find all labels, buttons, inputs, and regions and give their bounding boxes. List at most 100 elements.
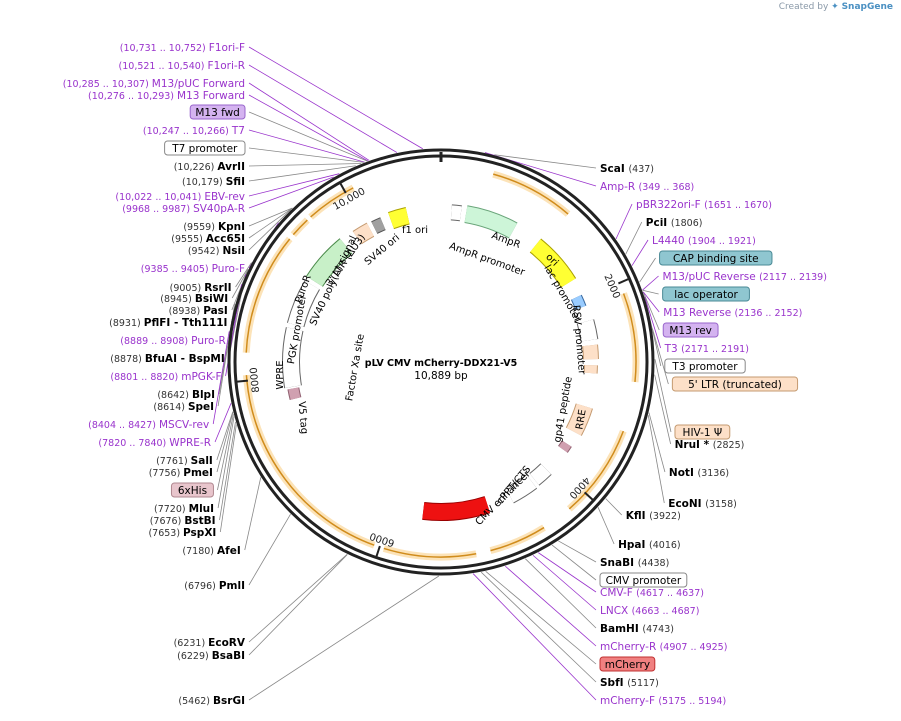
- map-label-site[interactable]: (5462) BsrGI: [178, 695, 245, 707]
- map-label-site[interactable]: (8945) BsiWI: [160, 293, 228, 305]
- feature-tag[interactable]: [662, 322, 719, 338]
- primer-label: (10,731 .. 10,752) F1ori-F: [120, 42, 245, 54]
- map-label-feature[interactable]: mCherry: [599, 656, 656, 672]
- map-label-primer[interactable]: (9385 .. 9405) Puro-F: [141, 263, 245, 275]
- leader-line: [644, 296, 662, 349]
- map-label-primer[interactable]: pBR322ori-F (1651 .. 1670): [636, 199, 772, 211]
- plasmid-length: 10,889 bp: [414, 370, 468, 382]
- feature-tag[interactable]: [662, 286, 750, 302]
- map-label-site[interactable]: (8938) PasI: [169, 305, 228, 317]
- feature-tag[interactable]: [189, 104, 246, 120]
- leader-line: [244, 477, 262, 551]
- map-label-primer[interactable]: T3 (2171 .. 2191): [664, 343, 749, 355]
- map-label-primer[interactable]: (8889 .. 8908) Puro-R: [120, 335, 225, 347]
- map-label-site[interactable]: (9005) RsrII: [170, 282, 232, 294]
- map-label-feature[interactable]: HIV-1 Ψ: [674, 424, 731, 440]
- map-label-feature[interactable]: M13 rev: [662, 322, 719, 338]
- map-label-primer[interactable]: (10,731 .. 10,752) F1ori-F: [120, 42, 245, 54]
- ampr-arrow: [464, 206, 518, 238]
- feature-tag[interactable]: [599, 572, 688, 588]
- map-label-site[interactable]: (7180) AfeI: [182, 545, 240, 557]
- map-label-feature[interactable]: lac operator: [662, 286, 750, 302]
- leader-line: [248, 82, 370, 161]
- map-label-site[interactable]: (7756) PmeI: [149, 467, 213, 479]
- primer-label: LNCX (4663 .. 4687): [600, 605, 699, 617]
- ltr-box: [583, 344, 598, 360]
- site-label: NotI (3136): [669, 467, 729, 479]
- map-label-primer[interactable]: Amp-R (349 .. 368): [600, 181, 694, 193]
- map-label-site[interactable]: SnaBI (4438): [600, 557, 669, 569]
- map-label-site[interactable]: (9559) KpnI: [183, 221, 245, 233]
- feature-tag[interactable]: [164, 140, 246, 156]
- map-label-site[interactable]: EcoNI (3158): [668, 498, 737, 510]
- map-label-site[interactable]: NruI * (2825): [675, 439, 745, 451]
- map-label-site[interactable]: (8614) SpeI: [153, 401, 214, 413]
- primer-name: mPGK-F: [181, 371, 221, 383]
- map-label-site[interactable]: (8931) PflFI - Tth111I: [109, 317, 227, 329]
- map-label-site[interactable]: HpaI (4016): [618, 539, 681, 551]
- map-label-feature[interactable]: CAP binding site: [659, 250, 773, 266]
- map-label-primer[interactable]: (9968 .. 9987) SV40pA-R: [122, 203, 245, 215]
- feature-tag[interactable]: [599, 656, 656, 672]
- feature-tag[interactable]: [671, 376, 799, 392]
- map-label-site[interactable]: (10,179) SfiI: [182, 176, 245, 188]
- map-label-site[interactable]: (7676) BstBI: [150, 515, 216, 527]
- map-label-site[interactable]: (6796) PmlI: [184, 580, 245, 592]
- map-label-primer[interactable]: L4440 (1904 .. 1921): [652, 235, 756, 247]
- map-label-primer[interactable]: (8801 .. 8820) mPGK-F: [110, 371, 221, 383]
- map-label-site[interactable]: (8642) BlpI: [157, 389, 215, 401]
- pgk-promoter-arrow: [287, 280, 320, 328]
- map-label-primer[interactable]: mCherry-F (5175 .. 5194): [600, 695, 726, 707]
- site-label: HpaI (4016): [618, 539, 681, 551]
- feature-tag[interactable]: [659, 250, 773, 266]
- map-label-primer[interactable]: (8404 .. 8427) MSCV-rev: [88, 419, 209, 431]
- feature-tag[interactable]: [674, 424, 731, 440]
- map-label-feature[interactable]: CMV promoter: [599, 572, 688, 588]
- map-label-site[interactable]: KflI (3922): [626, 510, 681, 522]
- inner-label: WPRE: [275, 360, 286, 389]
- map-label-site[interactable]: (8878) BfuAI - BspMI: [110, 353, 224, 365]
- map-label-feature[interactable]: 6xHis: [170, 482, 214, 498]
- feature-tag[interactable]: [170, 482, 214, 498]
- primer-name: mCherry-R: [600, 641, 660, 653]
- map-label-primer[interactable]: (10,022 .. 10,041) EBV-rev: [115, 191, 245, 203]
- map-label-site[interactable]: PciI (1806): [646, 217, 703, 229]
- site-name: PspXI: [183, 527, 216, 539]
- map-label-feature[interactable]: T3 promoter: [664, 358, 746, 374]
- site-label: EcoNI (3158): [668, 498, 737, 510]
- leader-line: [248, 513, 291, 586]
- leader-line: [219, 424, 237, 533]
- map-label-site[interactable]: (7720) MluI: [154, 503, 214, 515]
- map-label-primer[interactable]: (10,521 .. 10,540) F1ori-R: [119, 60, 245, 72]
- map-label-site[interactable]: SbfI (5117): [600, 677, 659, 689]
- map-label-primer[interactable]: M13/pUC Reverse (2117 .. 2139): [663, 271, 827, 283]
- site-range: (2825): [713, 440, 745, 451]
- map-label-feature[interactable]: T7 promoter: [164, 140, 246, 156]
- map-label-site[interactable]: (7653) PspXI: [148, 527, 216, 539]
- leader-line: [642, 289, 659, 295]
- map-label-site[interactable]: ScaI (437): [600, 163, 654, 175]
- feature-tag[interactable]: [664, 358, 746, 374]
- map-label-primer[interactable]: (10,276 .. 10,293) M13 Forward: [88, 90, 245, 102]
- map-label-site[interactable]: (7761) SalI: [156, 455, 213, 467]
- primer-label: mCherry-F (5175 .. 5194): [600, 695, 726, 707]
- map-label-primer[interactable]: (7820 .. 7840) WPRE-R: [98, 437, 211, 449]
- cppt-box: [529, 464, 551, 485]
- map-label-site[interactable]: (6231) EcoRV: [174, 637, 246, 649]
- map-label-site[interactable]: NotI (3136): [669, 467, 729, 479]
- map-label-site[interactable]: BamHI (4743): [600, 623, 674, 635]
- map-label-primer[interactable]: mCherry-R (4907 .. 4925): [600, 641, 727, 653]
- map-label-site[interactable]: (9542) NsiI: [188, 245, 245, 257]
- lac-promoter-box: [571, 295, 586, 310]
- map-label-site[interactable]: (9555) Acc65I: [171, 233, 245, 245]
- inner-label: RRE: [574, 409, 588, 431]
- map-label-primer[interactable]: (10,247 .. 10,266) T7: [143, 125, 245, 137]
- map-label-feature[interactable]: 5' LTR (truncated): [671, 376, 799, 392]
- map-label-primer[interactable]: (10,285 .. 10,307) M13/pUC Forward: [63, 78, 245, 90]
- map-label-feature[interactable]: M13 fwd: [189, 104, 246, 120]
- map-label-primer[interactable]: LNCX (4663 .. 4687): [600, 605, 699, 617]
- map-label-primer[interactable]: CMV-F (4617 .. 4637): [600, 587, 704, 599]
- map-label-site[interactable]: (6229) BsaBI: [177, 650, 245, 662]
- map-label-site[interactable]: (10,226) AvrII: [174, 161, 245, 173]
- map-label-primer[interactable]: M13 Reverse (2136 .. 2152): [663, 307, 802, 319]
